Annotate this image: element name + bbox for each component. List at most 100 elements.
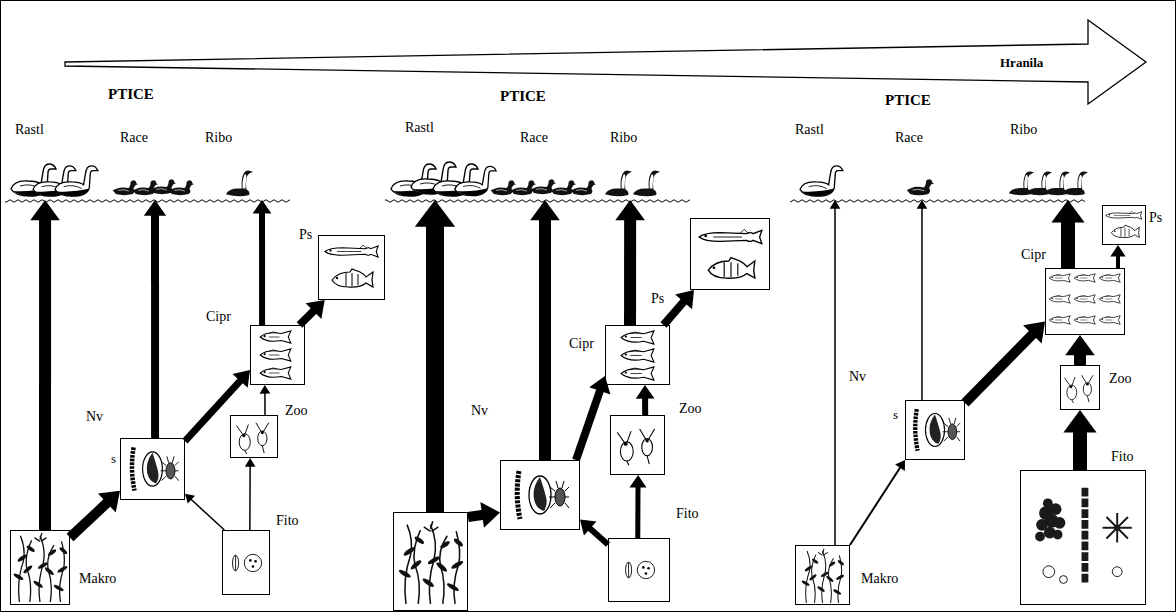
food-box: Ps (690, 218, 770, 290)
arrow-shaft (921, 208, 923, 400)
node-label: Fito (276, 513, 299, 529)
arrow-shaft (635, 486, 640, 538)
node-label: Fito (676, 506, 699, 522)
flow-arrow (144, 200, 166, 438)
arrow-shaft (249, 466, 251, 530)
arrow-head (415, 200, 455, 227)
arrow-head (480, 502, 500, 528)
node-label: Nv (849, 369, 866, 385)
macrophyte-picture (398, 521, 464, 604)
fish-icon (699, 229, 762, 243)
grebe-icon (605, 171, 632, 197)
bird-group: Ribo (1005, 120, 1085, 200)
flow-arrow (185, 494, 224, 530)
flow-arrow (917, 200, 928, 400)
arrow-shaft (965, 333, 1034, 403)
bird-group: Rastl (790, 120, 860, 200)
arrow-head (253, 200, 272, 214)
arrow-head (260, 385, 271, 394)
letter-mark: s (893, 408, 898, 423)
node-label: Cipr (569, 336, 594, 352)
node-label: Fito (1111, 449, 1134, 465)
flow-arrow (830, 200, 841, 545)
group-heading: PTICE (108, 86, 154, 103)
flow-arrow (850, 460, 905, 545)
arrow-shaft (1116, 255, 1120, 268)
nutrient-arrow (65, 20, 1146, 104)
arrow-head (629, 475, 646, 488)
food-box: Cipr (250, 325, 305, 385)
flow-arrow (300, 300, 325, 325)
arrow-shaft (539, 218, 551, 460)
node-label: Rastl (15, 122, 44, 138)
food-box: Fito (1020, 470, 1146, 605)
food-box: Zoo (1060, 365, 1100, 410)
node-label: Race (895, 130, 923, 146)
node-label: Ribo (1010, 122, 1037, 138)
arrow-shaft (1073, 430, 1087, 470)
grebe-icon (633, 171, 660, 197)
phytoplankton-picture (233, 554, 262, 571)
invertebrate-picture (132, 447, 179, 490)
group-heading: PTICE (500, 88, 546, 105)
arrow-head (530, 200, 560, 220)
food-box: Fito (608, 538, 670, 602)
bird-group: Ribo (598, 128, 665, 200)
arrow-shaft (191, 499, 225, 530)
fish-icon (1074, 295, 1095, 303)
macrophyte-picture (13, 533, 68, 602)
flow-arrow (260, 385, 271, 415)
arrow-head (1051, 200, 1084, 222)
arrow-head (1065, 335, 1095, 355)
swan-icon (455, 166, 496, 195)
arrow-head (245, 458, 256, 467)
duck-icon (169, 180, 194, 195)
food-box: Nv (120, 438, 185, 500)
arrow-head (1063, 410, 1096, 432)
arrow-shaft (589, 528, 608, 545)
invertebrate-picture (915, 409, 960, 451)
flow-arrow (1063, 410, 1096, 470)
node-label: Makro (861, 571, 898, 587)
fish-icon (1099, 295, 1120, 303)
fish-icon (1099, 316, 1120, 324)
flow-arrow (965, 322, 1045, 403)
arrow-head (636, 385, 655, 399)
node-label: Makro (79, 571, 116, 587)
zooplankton-picture (236, 423, 268, 454)
fish-icon (1074, 316, 1095, 324)
duck-icon (551, 180, 576, 195)
fish-icon (708, 258, 755, 279)
node-label: Rastl (795, 122, 824, 138)
flow-arrow (253, 200, 272, 325)
flow-arrow (30, 200, 60, 530)
node-label: Ps (651, 291, 664, 307)
bird-group: Race (890, 128, 950, 200)
duck-icon (571, 180, 596, 195)
bird-group: Race (495, 128, 595, 200)
arrow-shaft (151, 214, 159, 438)
food-box: Fito (222, 530, 270, 595)
flow-arrow (615, 200, 645, 325)
node-label: Zoo (679, 401, 702, 417)
letter-mark: s (111, 452, 116, 467)
flow-arrow (1110, 245, 1125, 268)
arrow-head (144, 200, 166, 216)
fish-icon (1099, 274, 1120, 282)
duck-icon (511, 180, 536, 195)
arrow-shaft (259, 212, 265, 325)
zooplankton-picture (1064, 375, 1093, 403)
arrow-shaft (642, 397, 648, 415)
fish-icon (332, 269, 373, 287)
grebe-icon (226, 171, 253, 197)
food-box: Ps (318, 235, 385, 300)
food-box (393, 512, 468, 611)
node-label: Race (120, 130, 148, 146)
fish-icon (1111, 225, 1139, 237)
arrow-shaft (264, 393, 266, 415)
arrow-head (306, 300, 325, 319)
